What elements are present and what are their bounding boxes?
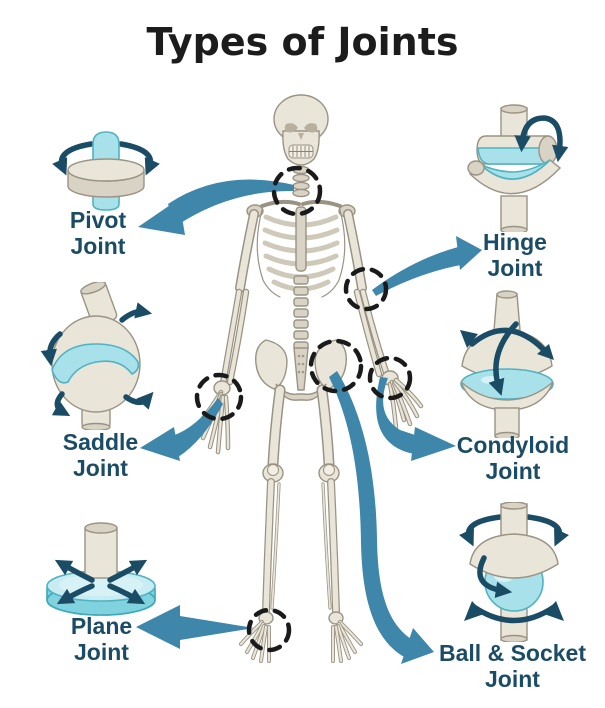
label-line1: Pivot — [69, 207, 127, 233]
motion-arrow-top-right — [119, 302, 153, 323]
hip-joint-marker — [308, 338, 364, 394]
joint-markers — [194, 165, 413, 653]
glide-arrow-down-left — [56, 583, 95, 605]
label-line1: Ball & Socket — [439, 640, 586, 666]
motion-arrow-bottom-right — [123, 391, 154, 410]
plane-joint-icon — [46, 522, 156, 616]
connector-hip-to-ball-socket — [329, 371, 434, 664]
ball-and-socket-joint-label: Ball & Socket Joint — [425, 640, 600, 692]
skeleton-illustration — [194, 94, 424, 663]
clavicles — [260, 199, 342, 208]
arm-left — [194, 209, 259, 455]
arrowhead-up-left — [460, 330, 478, 348]
arrowhead-bottom-right — [544, 601, 564, 621]
label-line2: Joint — [485, 666, 540, 692]
wrist-right-joint-marker — [367, 355, 413, 401]
connector-elbow-to-hinge — [372, 236, 482, 296]
connector-wrist-to-saddle — [140, 398, 223, 461]
sternum — [295, 206, 307, 272]
foot-right — [331, 620, 363, 663]
ribcage — [256, 206, 346, 298]
plane-joint-label: Plane Joint — [30, 613, 173, 665]
glide-arrow-down-right — [107, 583, 146, 605]
hand-right — [387, 377, 424, 431]
leg-left — [239, 384, 286, 663]
eye-socket-right — [304, 123, 318, 133]
connector-wrist-to-condyloid — [376, 377, 456, 461]
hinge-bone-bottom — [500, 195, 528, 231]
pivot-ring-top — [67, 158, 145, 182]
motion-arrow-bottom-left — [51, 391, 71, 416]
socket-cap — [469, 533, 559, 579]
eye-socket-left — [284, 123, 298, 133]
condyloid-socket — [460, 381, 554, 411]
rotation-arrow-left — [52, 141, 94, 176]
rotation-arrow-right — [525, 514, 569, 547]
label-line2: Joint — [74, 639, 129, 665]
hinge-trough-cartilage — [479, 159, 551, 180]
arm-right — [343, 209, 424, 431]
label-line1: Plane — [70, 613, 133, 639]
plane-peg — [84, 527, 118, 579]
saddle-joint-label: Saddle Joint — [28, 429, 173, 481]
condyloid-cartilage — [460, 368, 554, 400]
elbow-joint-marker — [343, 266, 389, 312]
hinge-cylinder-end — [538, 135, 558, 165]
pivot-joint-icon — [52, 131, 160, 211]
motion-arrow-cross — [488, 321, 519, 396]
connector-neck-to-pivot — [138, 179, 294, 235]
glide-arrow-up-right — [107, 559, 148, 583]
condyloid-bone-bottom — [494, 407, 520, 437]
label-line2: Joint — [70, 233, 126, 259]
neck-joint-marker — [271, 165, 323, 217]
lumbar-vertebrae — [293, 275, 309, 351]
label-line2: Joint — [73, 455, 128, 481]
arrowhead-down-right — [537, 344, 554, 360]
leg-right — [316, 384, 363, 663]
pivot-joint-label: Pivot Joint — [28, 207, 168, 259]
nose-cavity — [298, 133, 304, 140]
label-line1: Saddle — [62, 429, 139, 455]
saddle-surface — [51, 343, 140, 384]
arrowhead-bottom-left — [464, 601, 484, 621]
rotation-arrow-right — [118, 141, 160, 176]
rotation-arrow — [514, 115, 569, 163]
page-title: Types of Joints — [146, 20, 459, 64]
saddle-bone-top — [80, 282, 118, 327]
rotation-arrow-left — [459, 514, 503, 547]
label-line2: Joint — [487, 255, 543, 281]
ball-and-socket-joint-icon — [459, 502, 569, 642]
wrist-left-joint-marker — [194, 372, 244, 422]
hinge-joint-icon — [467, 104, 569, 232]
saddle-joint-icon — [40, 282, 154, 430]
connectors — [136, 179, 482, 664]
label-line1: Condyloid — [456, 432, 570, 458]
hinge-cylinder-cartilage — [477, 147, 549, 165]
ankle-joint-marker — [246, 607, 292, 653]
connector-ankle-to-plane — [136, 605, 254, 649]
condyloid-joint-icon — [460, 290, 554, 438]
hinge-joint-label: Hinge Joint — [445, 229, 585, 281]
motion-arrow-left — [40, 331, 63, 367]
glide-arrow-up-left — [54, 559, 95, 583]
motion-arrow-middle — [477, 555, 513, 598]
label-line1: Hinge — [483, 229, 547, 255]
label-line2: Joint — [485, 458, 541, 484]
hand-left — [194, 389, 231, 455]
condyloid-joint-label: Condyloid Joint — [438, 432, 588, 484]
